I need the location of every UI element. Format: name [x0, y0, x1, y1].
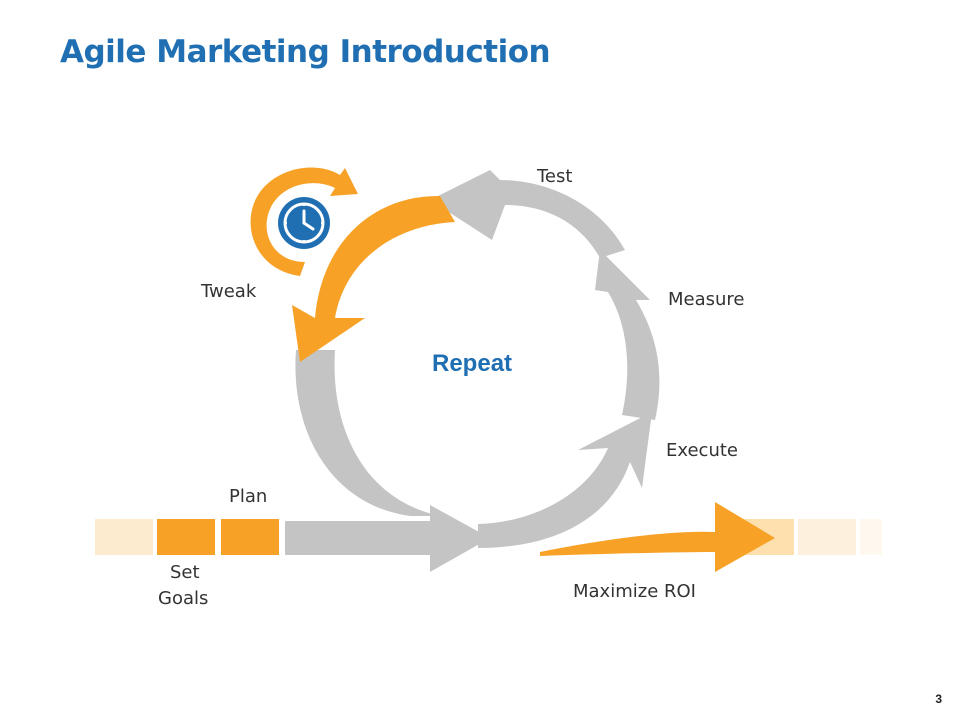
- step-label-execute: Execute: [666, 440, 738, 461]
- timeline-fade-right-3: [860, 519, 882, 555]
- timeline-fade-right-2: [798, 519, 856, 555]
- cycle-arrow-test: [430, 170, 625, 258]
- step-label-tweak: Tweak: [201, 281, 257, 302]
- center-label-repeat: Repeat: [432, 350, 513, 377]
- step-label-plan: Plan: [229, 486, 268, 507]
- page-title: Agile Marketing Introduction: [60, 34, 551, 70]
- cycle-arrow-measure: [595, 250, 660, 420]
- cycle-arrow-left-bottom: [295, 350, 440, 516]
- plan-arrow: [285, 505, 490, 572]
- timeline-fade-left: [95, 519, 153, 555]
- step-label-measure: Measure: [668, 289, 745, 310]
- timeline-block-plan: [221, 519, 279, 555]
- timeline-block-set-goals: [157, 519, 215, 555]
- step-label-test: Test: [537, 166, 573, 187]
- step-label-set-goals-line1: Set: [170, 562, 200, 583]
- cycle-arrow-execute: [478, 412, 652, 548]
- tweak-arrow: [292, 195, 455, 362]
- step-label-maximize-roi: Maximize ROI: [573, 581, 696, 602]
- step-label-set-goals-line2: Goals: [158, 588, 209, 609]
- clock-icon: [278, 197, 330, 249]
- clock-ring-arrow: [250, 167, 358, 276]
- clock-badge: [250, 167, 358, 276]
- maximize-roi-arrow: [540, 502, 775, 572]
- page-number: 3: [935, 692, 942, 706]
